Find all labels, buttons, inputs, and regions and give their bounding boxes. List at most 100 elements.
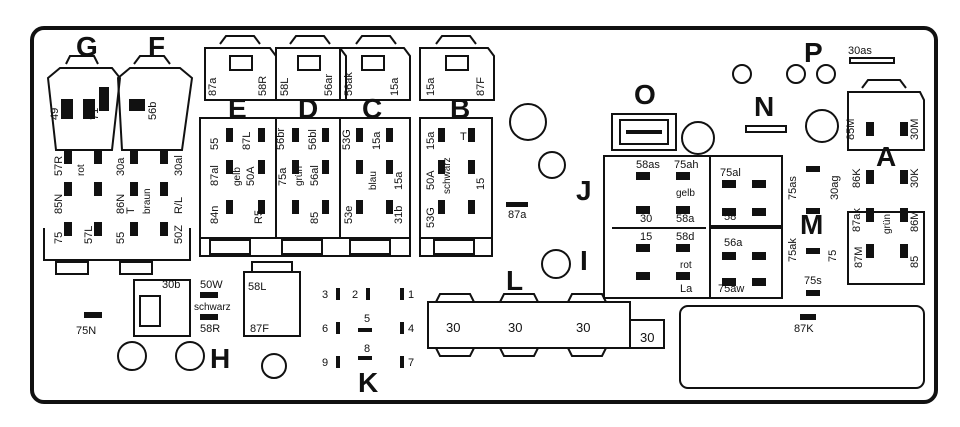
label-85-A: 85 [909,256,921,268]
label-87a-top: 87a [207,77,219,96]
label-R5: R5 [253,210,265,224]
label-58a: 58a [676,213,695,225]
label-50W: 50W [200,279,223,291]
label-58L-top: 58L [279,78,291,96]
label-15a-B: 15a [425,77,437,96]
letter-G: G [76,31,98,62]
label-gelb-J: gelb [676,188,695,199]
label-56br: 56br [275,128,287,150]
label-87a-mid: 87a [508,209,527,221]
label-58d: 58d [676,231,694,243]
fuse-30as [849,57,895,64]
fuse-block-EDC [199,117,411,257]
k-5: 5 [364,313,370,325]
label-75ak: 75ak [787,238,799,262]
label-87F-top: 87F [475,77,487,96]
label-53G-B: 53G [425,207,437,228]
label-30ag: 30ag [829,176,841,200]
relay-block-JI [603,155,783,299]
relay-O [611,113,677,151]
fuse-87a-mid [506,202,528,207]
letter-B: B [450,93,470,124]
terminal-strip-L [427,293,665,357]
label-grun-D: grün [294,166,305,186]
fuse-terminals-H [84,292,218,320]
k-1: 1 [408,289,414,301]
letter-M: M [800,209,823,240]
k-3: 3 [322,289,328,301]
label-85: 85 [309,212,321,224]
label-schwarz-H: schwarz [194,302,231,313]
label-blau: blau [368,171,379,190]
label-85N: 85N [53,194,65,214]
label-15a-top: 15a [389,77,401,96]
label-15a-C: 15a [371,131,383,150]
label-15-I: 15 [640,231,652,243]
letter-C: C [362,93,382,124]
label-75: 75 [53,232,65,244]
relay-row-top [204,35,495,101]
label-gelb-E: gelb [232,167,243,186]
label-85M: 85M [845,119,857,140]
letter-A: A [876,141,896,172]
label-RL: R/L [173,197,185,214]
k-6: 6 [322,323,328,335]
letter-L: L [506,265,523,296]
relay-58L [243,261,301,337]
label-75aw: 75aw [718,283,744,295]
label-75al: 75al [720,167,741,179]
label-55: 55 [209,138,221,150]
k-2: 2 [352,289,358,301]
label-87ak: 87ak [851,208,863,232]
label-30-3: 30 [576,320,590,335]
k-7: 7 [408,357,414,369]
terminal-labels: 30as 49 71 56b 87a 58R 58L 56ar 56ak 15a… [49,45,921,369]
label-58R: 58R [257,76,269,96]
letter-H: H [210,343,230,374]
fuse-block-left [43,150,191,275]
fuse-block-B [419,117,493,257]
label-58as: 58as [636,159,660,171]
letter-O: O [634,79,656,110]
letter-N: N [754,91,774,122]
label-87K: 87K [794,323,814,335]
k-9: 9 [322,357,328,369]
label-30-4: 30 [640,330,654,345]
label-T-B: T [460,131,467,143]
label-56b: 56b [147,102,159,120]
label-56a: 56a [724,237,743,249]
label-84n: 84n [209,206,221,224]
label-56ar: 56ar [323,74,335,96]
label-87L: 87L [241,132,253,150]
label-31b: 31b [393,206,405,224]
label-30a: 30a [115,157,127,176]
fuse-N [745,125,787,133]
letter-E: E [228,93,247,124]
section-letters: G F E D C B O N P A J I M L H K [76,31,896,398]
letter-K: K [358,367,378,398]
letter-I: I [580,245,588,276]
label-30al: 30al [173,155,185,176]
label-rot-I: rot [680,260,692,271]
label-grun-A: grün [882,214,893,234]
label-87M: 87M [853,247,865,268]
label-30-2: 30 [508,320,522,335]
label-53e: 53e [343,206,355,224]
label-schwarz-B: schwarz [442,157,453,194]
k-4: 4 [408,323,414,335]
label-30K: 30K [909,168,921,188]
label-55-left: 55 [115,232,127,244]
label-58-J: 58 [724,211,736,223]
label-58L-H: 58L [248,281,266,293]
label-30-J: 30 [640,213,652,225]
empty-slot-area [679,305,925,389]
letter-F: F [148,31,165,62]
label-75s: 75s [804,275,822,287]
label-30b: 30b [162,279,180,291]
relay-G [46,55,122,151]
mounting-holes [117,64,839,379]
label-30M: 30M [909,119,921,140]
letter-P: P [804,37,823,68]
label-50A-B: 50A [425,170,437,190]
